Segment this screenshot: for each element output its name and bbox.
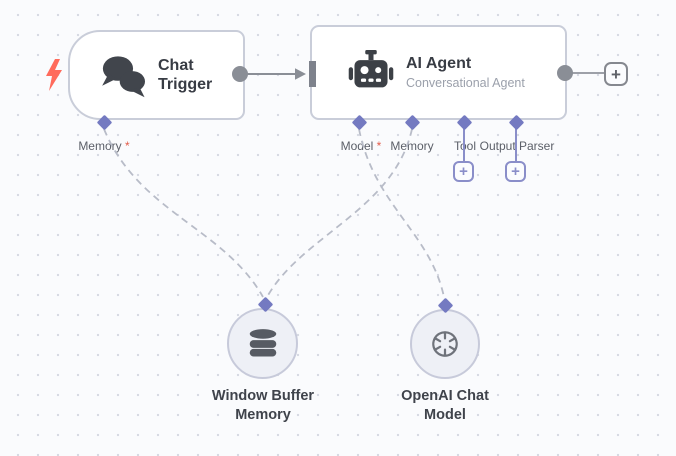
plus-icon: + (511, 163, 520, 180)
ai-agent-output-parser-port-label: Output Parser (479, 139, 555, 153)
trigger-bolt-icon (46, 59, 62, 91)
required-asterisk: * (125, 139, 130, 153)
node-openai-chat-model[interactable] (410, 309, 480, 379)
connection-chat-memory-to-window-buffer-memory[interactable] (103, 128, 264, 298)
node-window-buffer-memory[interactable] (227, 308, 298, 379)
robot-icon (348, 49, 394, 87)
node-title: AI Agent (406, 55, 472, 72)
node-subtitle: Conversational Agent (406, 76, 525, 90)
connection-agent-memory-to-window-buffer-memory[interactable] (266, 128, 413, 298)
ai-agent-model-port-label: Model * (340, 139, 382, 153)
node-title: Chat Trigger (158, 57, 213, 93)
connection-agent-model-to-openai-chat-model[interactable] (358, 128, 445, 298)
plus-icon: + (459, 163, 468, 180)
required-asterisk: * (376, 139, 382, 153)
chat-trigger-memory-port-label: Memory * (78, 139, 130, 153)
openai-logo-icon (432, 331, 458, 357)
add-next-node-button[interactable]: + (604, 62, 628, 86)
node-ai-agent[interactable]: AI Agent Conversational Agent (310, 25, 567, 120)
ai-agent-memory-port-label: Memory (390, 139, 434, 153)
plus-icon: + (611, 64, 621, 84)
database-icon (249, 328, 276, 357)
add-output-parser-button[interactable]: + (505, 161, 526, 182)
node-label-window-buffer-memory: Window Buffer Memory (211, 388, 315, 423)
node-label-openai-chat-model: OpenAI Chat Model (401, 388, 489, 423)
add-tool-button[interactable]: + (453, 161, 474, 182)
node-chat-trigger[interactable]: Chat Trigger (68, 30, 245, 120)
chat-bubbles-icon (102, 56, 145, 98)
